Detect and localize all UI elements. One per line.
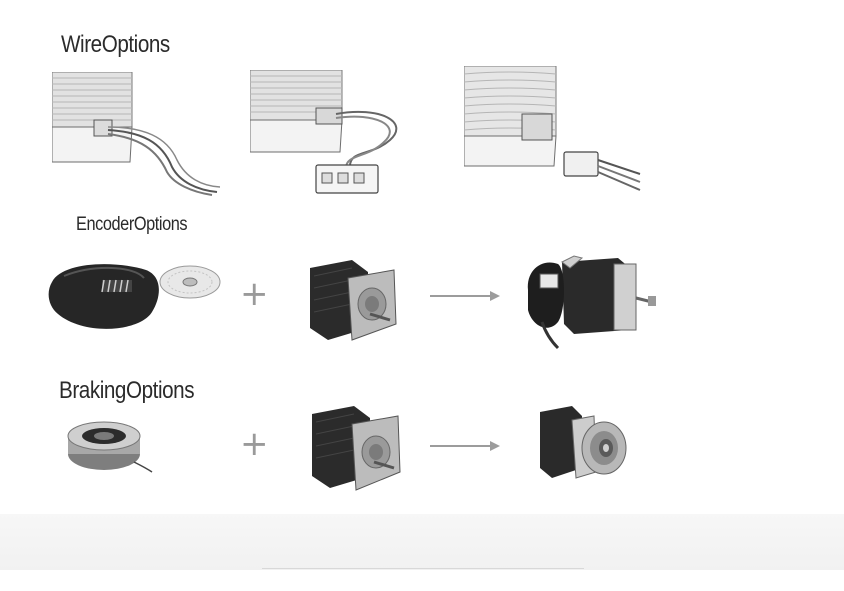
arrow-right-icon [430,438,502,459]
motor-with-encoder-icon [522,250,662,350]
encoder-options-title: EncoderOptions [76,214,188,235]
encoder-module-icon [44,252,224,337]
stepper-motor-icon [308,404,404,494]
brake-disc-icon [64,416,156,476]
plus-symbol: + [240,424,269,464]
stepper-motor-icon [306,258,400,344]
motor-wire-lead-icon [52,72,222,197]
arrow-right-icon [430,288,502,309]
plus-symbol: + [240,274,269,314]
motor-connector-lead-icon [250,70,410,195]
footer-divider [262,568,584,569]
motor-terminal-connector-icon [464,66,644,196]
wire-options-title: WireOptions [61,31,170,58]
braking-options-title: BrakingOptions [59,377,195,404]
footer-band [0,514,844,570]
motor-with-brake-icon [538,402,630,486]
